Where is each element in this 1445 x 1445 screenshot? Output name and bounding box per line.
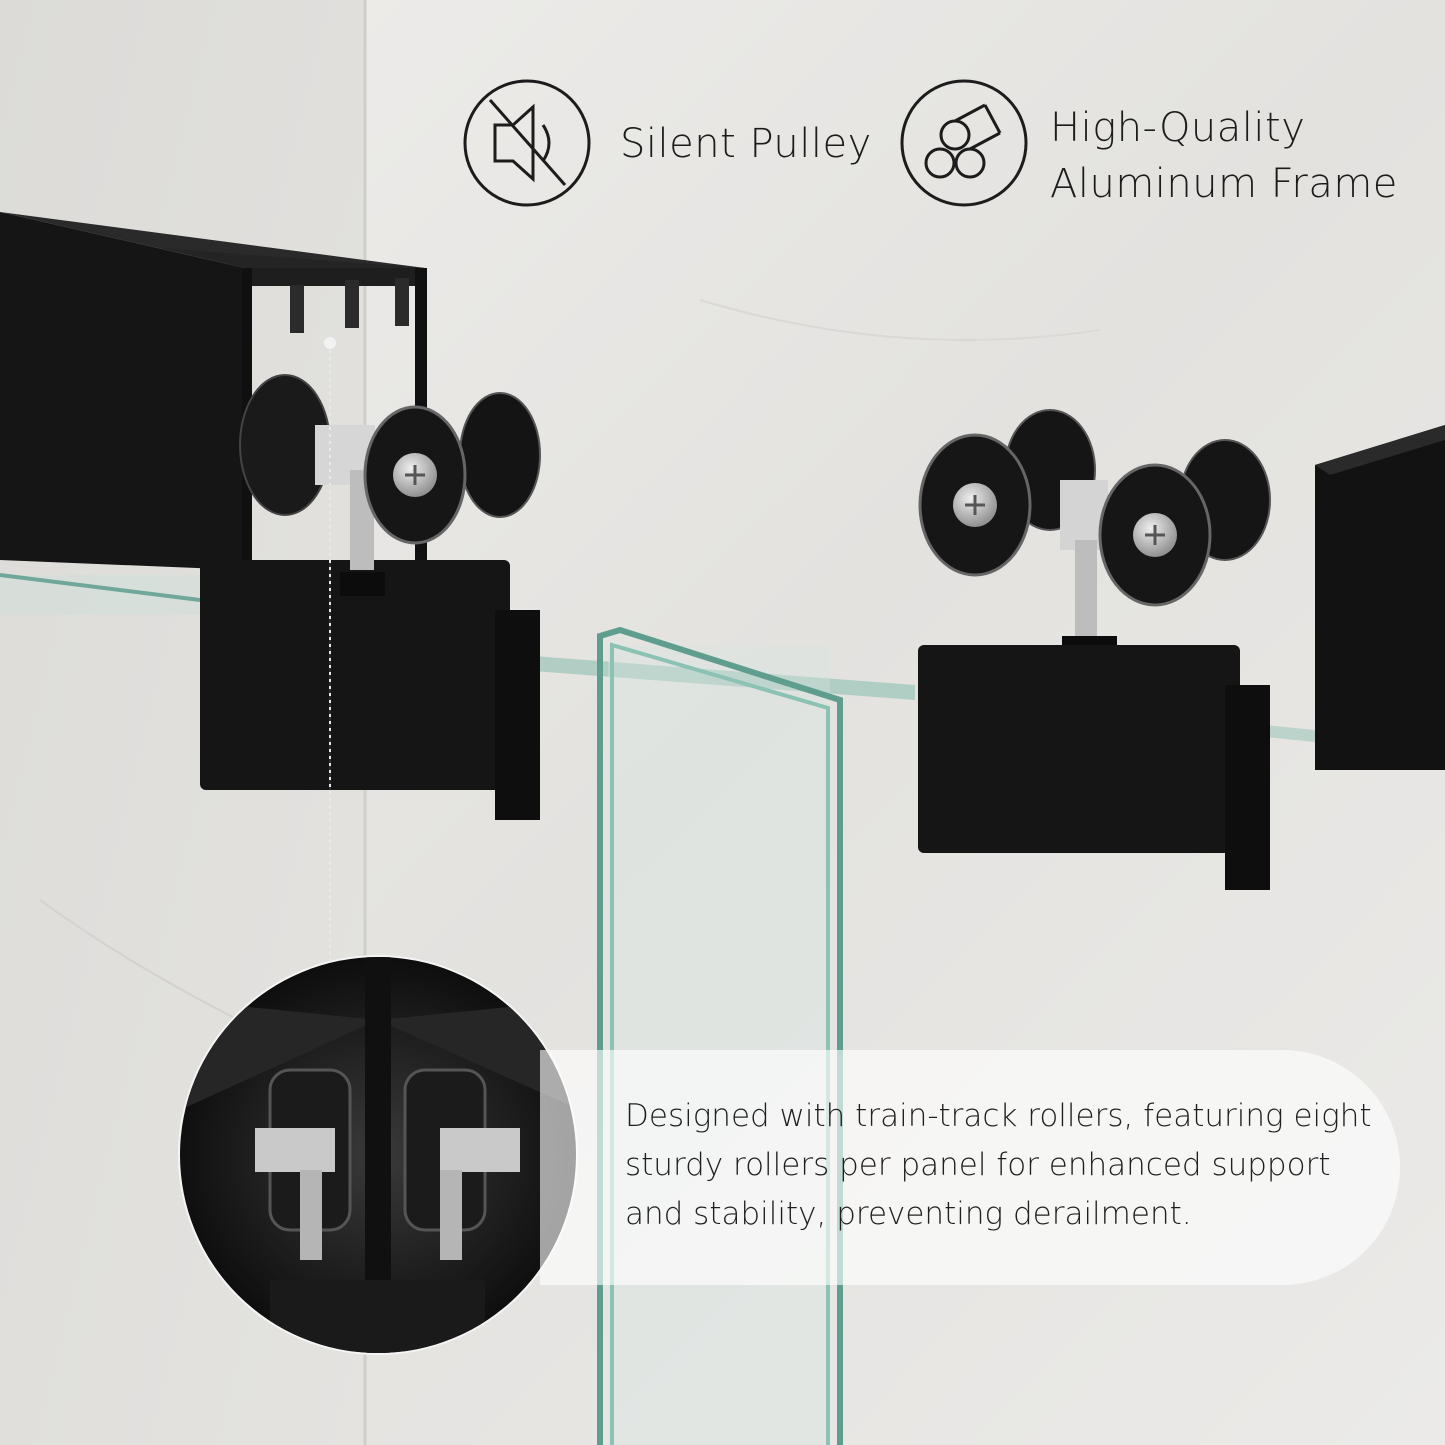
aluminum-bars-icon (900, 79, 1028, 207)
roller-closeup-magnifier (178, 955, 578, 1355)
glass-panel-front (597, 626, 843, 1445)
glass-clamp-right (918, 425, 1445, 890)
callout-dot (324, 337, 336, 349)
aluminum-frame-label-line1: High-Quality (1050, 105, 1306, 151)
glass-clamp-left (200, 560, 540, 820)
silent-pulley-label: Silent Pulley (620, 121, 872, 167)
description-text: Designed with train-track rollers, featu… (625, 1098, 1372, 1232)
aluminum-frame-label: High-Quality Aluminum Frame (1050, 100, 1398, 212)
roller-assembly-left (239, 374, 541, 596)
mute-speaker-icon (463, 79, 591, 207)
aluminum-frame-label-line2: Aluminum Frame (1050, 161, 1398, 207)
description-panel (540, 1050, 1400, 1285)
roller-assembly-right (918, 409, 1271, 660)
